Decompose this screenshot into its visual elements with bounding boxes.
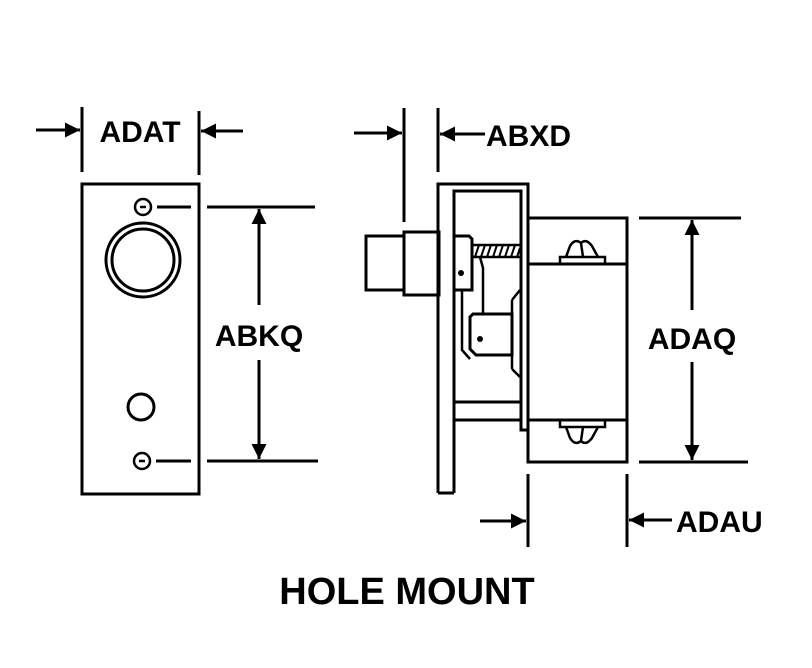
- label-abxd: ABXD: [486, 120, 571, 153]
- contact-lever: [460, 290, 471, 360]
- terminal-screw-bottom: [558, 418, 607, 445]
- side-view: ABXD: [354, 108, 763, 547]
- plunger: [364, 230, 441, 297]
- dimension-adau: ADAU: [480, 474, 763, 547]
- switch-body: [526, 216, 629, 464]
- label-adat: ADAT: [99, 116, 180, 149]
- inner-housing: [452, 189, 528, 432]
- screw-hole-bottom: [132, 451, 191, 471]
- dimension-abkq: ABKQ: [207, 205, 318, 463]
- label-adau: ADAU: [676, 506, 763, 539]
- diagram-title: HOLE MOUNT: [279, 571, 534, 613]
- front-view: ADAT ABKQ: [36, 107, 318, 496]
- dimension-abxd: ABXD: [354, 108, 571, 222]
- terminal-screw-top: [558, 239, 607, 266]
- actuator-block: [454, 234, 474, 292]
- label-adaq: ADAQ: [648, 323, 736, 356]
- mounting-flange: [436, 182, 530, 495]
- dimension-adat: ADAT: [36, 107, 243, 175]
- spring: [470, 243, 523, 259]
- screw-hole-top: [133, 197, 191, 217]
- contact-block: [468, 289, 521, 378]
- mounting-plate: [80, 182, 201, 496]
- indicator-hole: [126, 392, 156, 422]
- label-abkq: ABKQ: [215, 320, 303, 353]
- dimension-adaq: ADAQ: [639, 216, 748, 464]
- pushbutton-hole: [104, 221, 182, 299]
